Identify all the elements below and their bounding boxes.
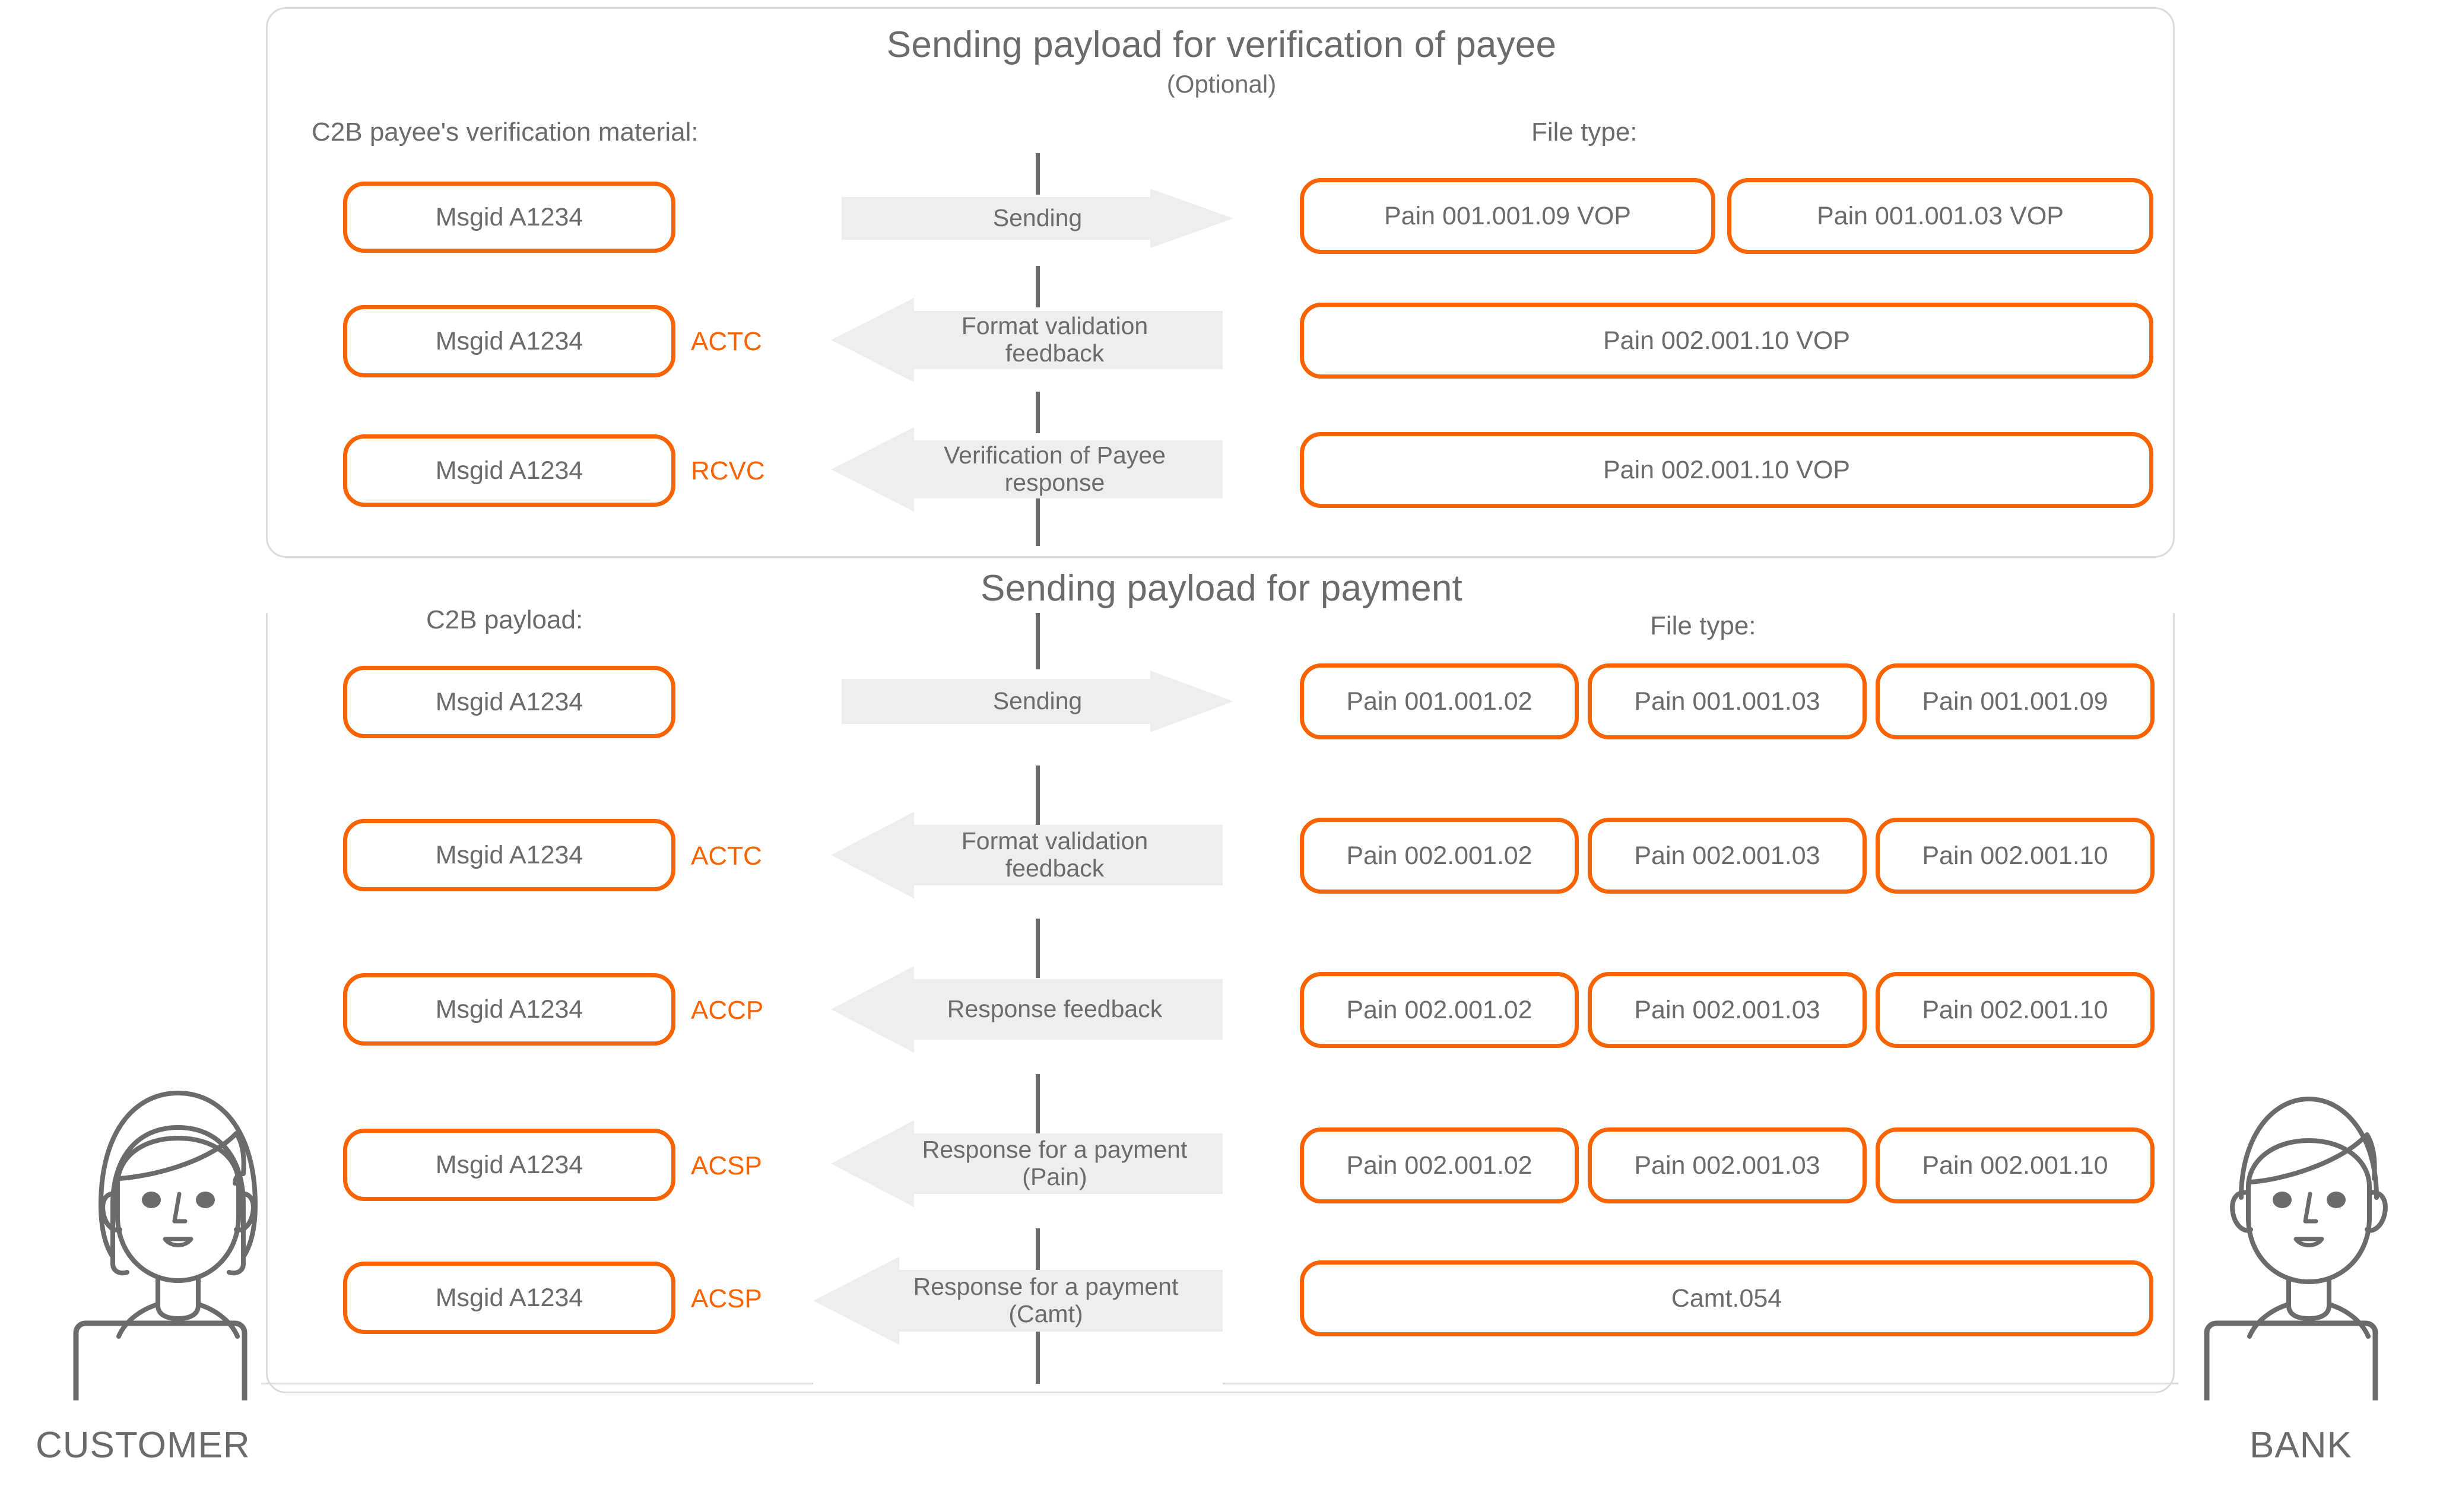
file-type-box[interactable]: Pain 002.001.03	[1588, 1127, 1867, 1203]
flow-arrow-verification-response: Verification of Payee response	[831, 427, 1223, 512]
divider-pay-1	[1036, 765, 1040, 825]
arrow-left-shape	[831, 966, 1223, 1053]
divider-vop-2	[1036, 266, 1040, 307]
divider-pay-2	[1036, 919, 1040, 978]
msgid-box[interactable]: Msgid A1234	[343, 666, 675, 738]
msgid-box[interactable]: Msgid A1234	[343, 819, 675, 891]
caption-file-type-verification: File type:	[1531, 117, 1638, 147]
file-type-box[interactable]: Pain 002.001.02	[1300, 972, 1579, 1048]
flow-arrow-response-camt: Response for a payment (Camt)	[813, 1257, 1223, 1345]
file-type-box[interactable]: Camt.054	[1300, 1260, 2153, 1336]
arrow-label: Response for a payment (Camt)	[913, 1273, 1179, 1327]
arrow-left-shape	[813, 1257, 1223, 1345]
flow-arrow-sending: Sending	[842, 189, 1233, 248]
msgid-box[interactable]: Msgid A1234	[343, 1129, 675, 1201]
arrow-left-shape	[831, 1120, 1223, 1207]
msgid-box[interactable]: Msgid A1234	[343, 305, 675, 377]
msgid-box[interactable]: Msgid A1234	[343, 434, 675, 507]
flow-arrow-response-pain: Response for a payment (Pain)	[831, 1120, 1223, 1207]
arrow-label: Verification of Payee response	[944, 441, 1166, 496]
section-title-payment: Sending payload for payment	[0, 564, 2443, 613]
arrow-right-shape	[842, 671, 1233, 732]
eye-right	[196, 1192, 215, 1208]
baseline-right	[1223, 1383, 2178, 1384]
arrow-right-shape	[842, 189, 1233, 248]
divider-vop-3	[1036, 392, 1040, 433]
person-female-icon	[46, 1091, 274, 1430]
customer-label: CUSTOMER	[36, 1425, 250, 1466]
file-type-box[interactable]: Pain 001.001.03	[1588, 663, 1867, 739]
msgid-box[interactable]: Msgid A1234	[343, 973, 675, 1046]
flow-arrow-response-feedback: Response feedback	[831, 966, 1223, 1053]
status-code: ACTC	[691, 841, 762, 871]
arrow-left-shape	[831, 812, 1223, 898]
section-title-verification: Sending payload for verification of paye…	[886, 24, 1557, 65]
bank-avatar	[2160, 1068, 2422, 1430]
divider-pay-0	[1036, 611, 1040, 669]
divider-vop-1	[1036, 153, 1040, 195]
caption-c2b-verification-material: C2B payee's verification material:	[312, 117, 699, 147]
customer-avatar	[30, 1068, 291, 1430]
status-code: ACSP	[691, 1284, 762, 1313]
file-type-box[interactable]: Pain 002.001.03	[1588, 818, 1867, 894]
eye-left	[2273, 1192, 2292, 1208]
bank-label: BANK	[2250, 1425, 2352, 1466]
divider-pay-4	[1036, 1228, 1040, 1288]
arrow-left-shape	[831, 427, 1223, 512]
file-type-box[interactable]: Pain 001.001.02	[1300, 663, 1579, 739]
file-type-box[interactable]: Pain 002.001.10 VOP	[1300, 432, 2153, 508]
file-type-box[interactable]: Pain 002.001.10	[1876, 1127, 2155, 1203]
eye-right	[2327, 1192, 2346, 1208]
file-type-box[interactable]: Pain 001.001.03 VOP	[1727, 178, 2153, 254]
msgid-box[interactable]: Msgid A1234	[343, 182, 675, 253]
eye-left	[142, 1192, 161, 1208]
section-frame-verification	[266, 7, 2175, 558]
status-code: ACTC	[691, 327, 762, 356]
divider-pay-3	[1036, 1074, 1040, 1133]
arrow-label: Format validation feedback	[961, 827, 1148, 882]
arrow-label: Response feedback	[947, 995, 1163, 1023]
file-type-box[interactable]: Pain 001.001.09 VOP	[1300, 178, 1715, 254]
file-type-box[interactable]: Pain 001.001.09	[1876, 663, 2155, 739]
person-male-icon	[2177, 1097, 2405, 1430]
file-type-box[interactable]: Pain 002.001.02	[1300, 1127, 1579, 1203]
caption-c2b-payload: C2B payload:	[426, 605, 583, 634]
file-type-box[interactable]: Pain 002.001.02	[1300, 818, 1579, 894]
arrow-label: Sending	[992, 204, 1083, 232]
status-code: RCVC	[691, 456, 765, 485]
flow-arrow-sending-payment: Sending	[842, 671, 1233, 732]
arrow-label: Response for a payment (Pain)	[922, 1136, 1188, 1190]
section-subtitle-optional: (Optional)	[1166, 70, 1277, 98]
file-type-box[interactable]: Pain 002.001.10	[1876, 818, 2155, 894]
divider-pay-5	[1036, 1329, 1040, 1384]
flow-arrow-format-validation: Format validation feedback	[831, 298, 1223, 382]
arrow-label: Format validation feedback	[961, 312, 1148, 367]
file-type-box[interactable]: Pain 002.001.03	[1588, 972, 1867, 1048]
baseline-left	[261, 1383, 813, 1384]
divider-vop-4	[1036, 498, 1040, 546]
file-type-box[interactable]: Pain 002.001.10	[1876, 972, 2155, 1048]
status-code: ACCP	[691, 996, 764, 1025]
caption-file-type-payment: File type:	[1650, 611, 1756, 640]
flow-arrow-format-validation-payment: Format validation feedback	[831, 812, 1223, 898]
msgid-box[interactable]: Msgid A1234	[343, 1262, 675, 1334]
arrow-label: Sending	[992, 687, 1083, 715]
status-code: ACSP	[691, 1151, 762, 1180]
arrow-left-shape	[831, 298, 1223, 382]
file-type-box[interactable]: Pain 002.001.10 VOP	[1300, 303, 2153, 379]
